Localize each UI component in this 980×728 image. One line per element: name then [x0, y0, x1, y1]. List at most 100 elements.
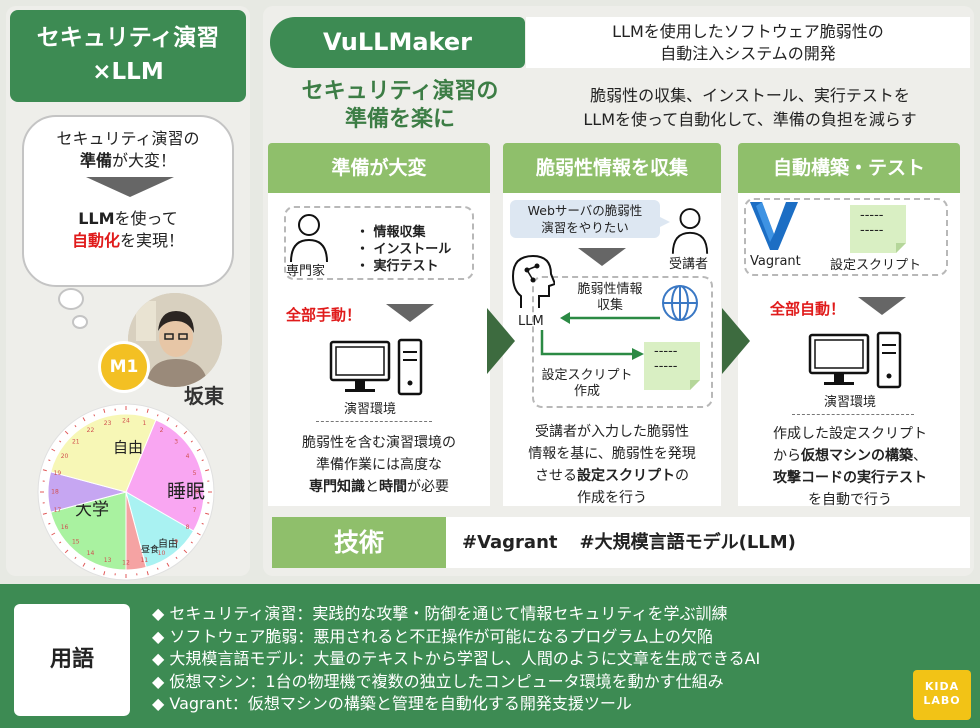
computer-icon [808, 331, 902, 389]
clock-tick [74, 425, 77, 428]
collect-line1: 脆弱性情報 [577, 282, 643, 297]
clock-hour-label: 3 [174, 438, 178, 445]
desc-line: 作成を行う [577, 490, 647, 506]
clock-segment-label: 自由 [113, 439, 143, 457]
glossary-list: ◆ セキュリティ演習：実践的な攻撃・防御を通じて情報セキュリティを学ぶ訓練 ◆ … [152, 603, 912, 716]
sub-headline-line2: LLMを使って自動化して、準備の負担を減らす [583, 110, 917, 129]
clock-hour-label: 7 [193, 507, 197, 514]
project-description: LLMを使用したソフトウェア脆弱性の 自動注入システムの開発 [526, 17, 970, 68]
person-photo-icon [128, 293, 222, 387]
globe-icon [662, 285, 698, 321]
student-person-icon [671, 208, 709, 254]
computer-icon [329, 338, 423, 396]
left-title: セキュリティ演習 ×LLM [10, 10, 246, 102]
bubble-emph-automation: 自動化 [71, 231, 120, 250]
script-create-label: 設定スクリプト 作成 [536, 368, 638, 400]
clock-hour-label: 1 [142, 420, 146, 427]
desc-text: と [365, 479, 379, 495]
project-description-line2: 自動注入システムの開発 [660, 44, 836, 63]
vagrant-script-box [744, 198, 948, 276]
thought-bubble: セキュリティ演習の 準備が大変！ LLMを使って 自動化を実現！ [22, 115, 234, 287]
glossary-item: ◆ 大規模言語モデル：大量のテキストから学習し、人間のように文章を生成できるAI [152, 649, 761, 668]
sub-headline: 脆弱性の収集、インストール、実行テストを LLMを使って自動化して、準備の負担を… [530, 84, 970, 132]
bubble-emph-llm: LLM [78, 209, 115, 228]
clock-hour-label: 10 [158, 550, 166, 557]
clock-segment [50, 413, 157, 493]
clock-tick [156, 414, 159, 417]
desc-emph: 攻撃コードの実行テスト [773, 470, 927, 486]
column-title-collect: 脆弱性情報を収集 [503, 143, 721, 193]
desc-line: 準備作業には高度な [316, 457, 442, 473]
desc-text: から [773, 448, 801, 464]
clock-tick [196, 448, 201, 452]
bubble-text-line2: が大変！ [112, 151, 177, 170]
clock-hour-label: 20 [61, 453, 69, 460]
clock-segment-label: 自由 [158, 537, 178, 550]
desc-line: 受講者が入力した脆弱性 [535, 424, 689, 440]
column-title-preparation: 準備が大変 [268, 143, 490, 193]
arrow-left-icon [560, 312, 660, 324]
desc-line: 脆弱性を含む演習環境の [302, 435, 456, 451]
daily-schedule-clock: 睡眠自由昼食大学鍛錬自由 241234567891011121314151617… [37, 403, 215, 581]
script-document-lines: ----- ----- [654, 344, 678, 374]
chevron-right-icon [487, 308, 515, 374]
script-document-icon [850, 205, 906, 253]
clock-tick [166, 417, 170, 422]
clock-tick [103, 408, 106, 413]
down-arrow-icon [858, 297, 906, 315]
clock-hour-label: 15 [72, 539, 80, 546]
bubble-text-line1: セキュリティ演習の [56, 129, 200, 148]
desc-emph: 時間 [379, 479, 407, 495]
left-title-line1: セキュリティ演習 [36, 25, 220, 51]
clock-hour-label: 23 [104, 420, 112, 427]
clock-tick [183, 549, 188, 554]
script-label: 設定スクリプト [830, 258, 922, 273]
clock-tick [82, 417, 86, 422]
chevron-right-icon [722, 308, 750, 374]
vagrant-label: Vagrant [750, 254, 801, 269]
glossary-item: ◆ 仮想マシン：1台の物理機で複数の独立したコンピュータ環境を動かす仕組み [152, 671, 724, 691]
bubble-text-line3: を使って [114, 209, 178, 228]
clock-tick [201, 522, 204, 525]
sub-headline-line1: 脆弱性の収集、インストール、実行テストを [590, 86, 910, 105]
clock-tick [51, 448, 56, 452]
clock-hour-label: 2 [160, 427, 164, 434]
clock-tick [42, 469, 47, 472]
expert-task-box [284, 206, 474, 280]
headline-line1: セキュリティ演習の [301, 79, 499, 104]
column-title-autobuild: 自動構築・テスト [738, 143, 960, 193]
project-name: VuLLMaker [270, 17, 525, 68]
collect-line2: 収集 [596, 298, 623, 313]
clock-tick [175, 556, 178, 559]
script-create-line1: 設定スクリプト [541, 368, 633, 383]
clock-segment-label: 大学 [75, 500, 109, 520]
student-speech-bubble: Webサーバの脆弱性 演習をやりたい [510, 200, 660, 238]
clock-hour-label: 21 [72, 438, 80, 445]
clock-tick [48, 459, 51, 462]
env-label: 演習環境 [344, 402, 397, 417]
down-arrow-icon [578, 248, 626, 266]
clock-hour-label: 9 [174, 539, 178, 546]
bubble-emph-preparation: 準備 [79, 151, 112, 170]
tech-tag-vagrant: #Vagrant [462, 532, 558, 553]
auto-alert: 全部自動！ [770, 300, 846, 318]
clock-tick [103, 571, 106, 576]
speech-line2: 演習をやりたい [541, 220, 629, 235]
clock-tick [51, 532, 56, 536]
clock-hour-label: 8 [186, 524, 190, 531]
clock-hour-label: 19 [54, 470, 62, 477]
clock-tick [59, 541, 62, 544]
clock-tick [93, 567, 96, 570]
glossary-label: 用語 [14, 604, 130, 716]
divider [316, 421, 432, 422]
clock-hour-label: 18 [51, 489, 59, 496]
column-desc-autobuild: 作成した設定スクリプト から仮想マシンの構築、 攻撃コードの実行テスト を自動で… [740, 423, 960, 511]
vagrant-logo-icon [750, 202, 798, 250]
desc-text: が必要 [407, 479, 449, 495]
expert-task-list: ・ 情報収集 ・ インストール ・ 実行テスト [356, 225, 452, 274]
clock-tick [82, 562, 86, 567]
bubble-dot [72, 315, 88, 329]
glossary-section [0, 584, 980, 728]
clock-tick [205, 512, 210, 515]
tech-tag-llm: #大規模言語モデル(LLM) [579, 532, 796, 553]
